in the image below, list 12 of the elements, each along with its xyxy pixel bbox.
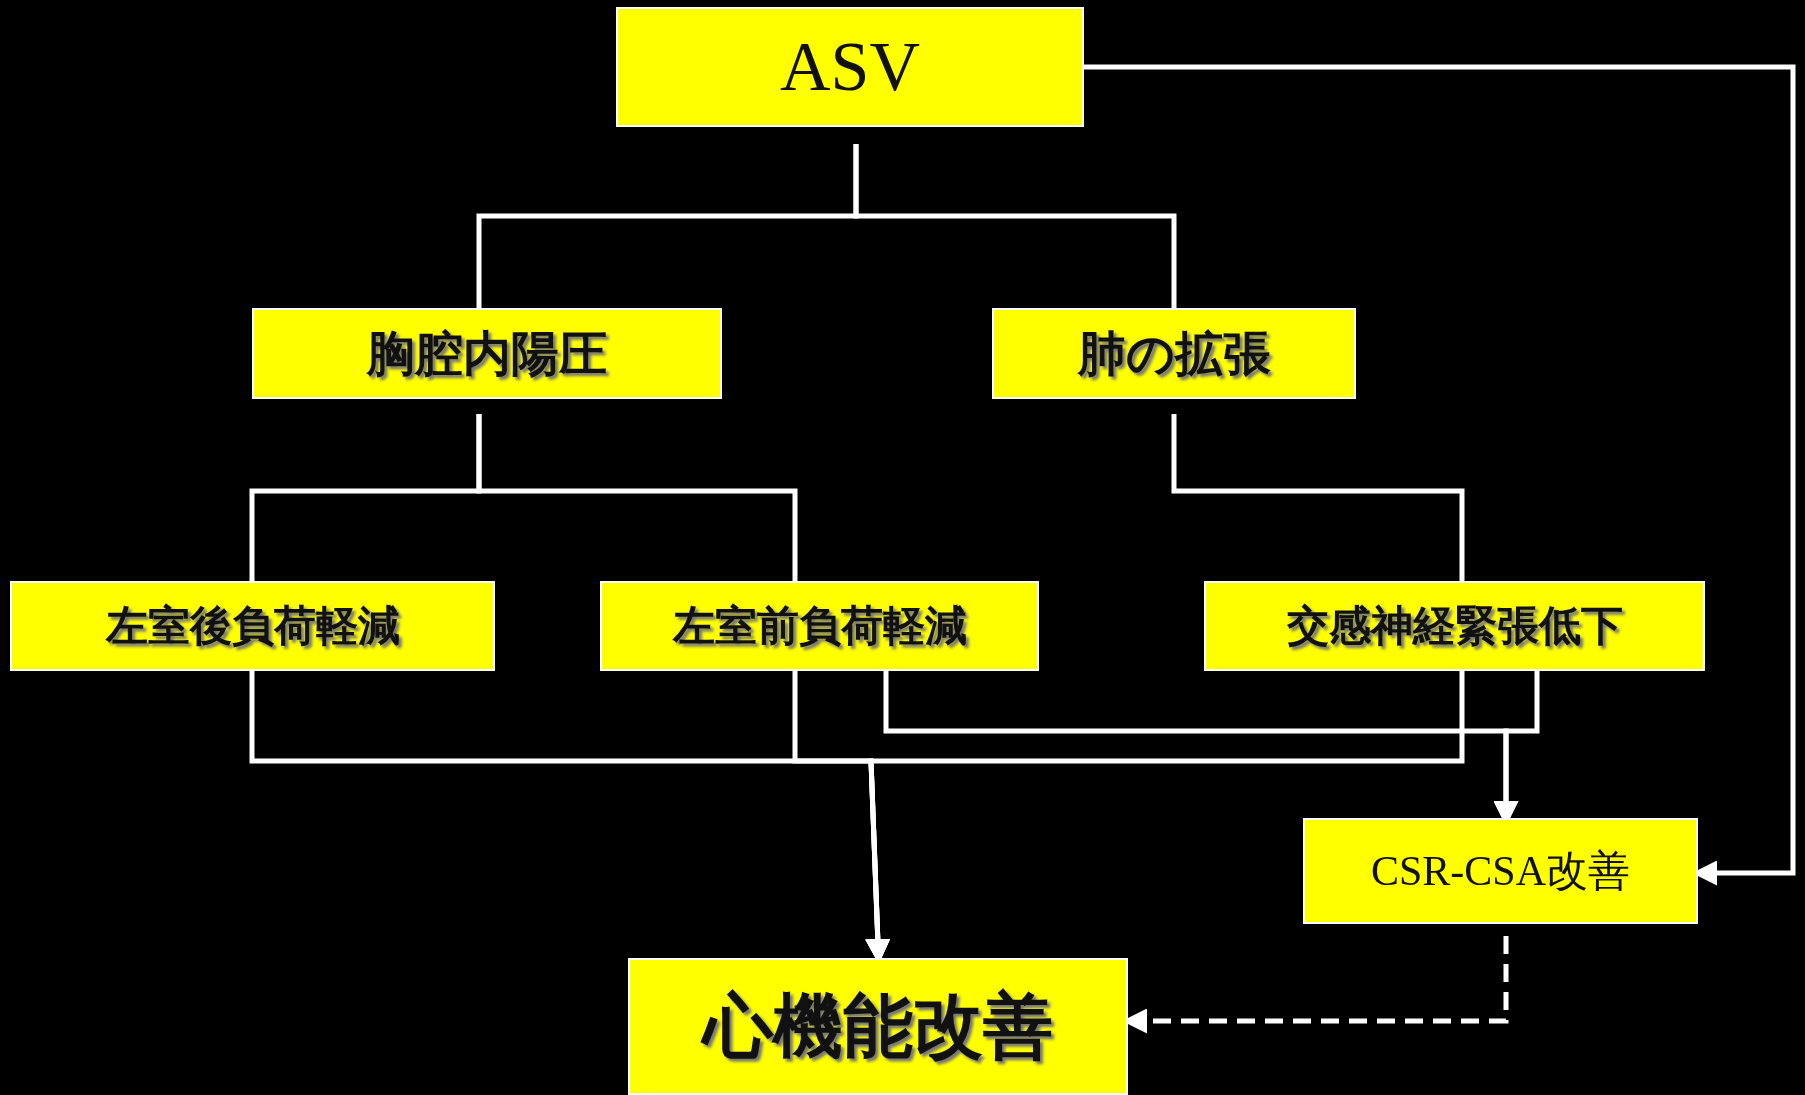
- arrow: [1084, 64, 1796, 886]
- process-box: 肺の拡張: [992, 308, 1356, 399]
- connector-line: [476, 414, 798, 581]
- process-box: 交感神経緊張低下: [1204, 581, 1705, 671]
- process-box: 心機能改善: [628, 958, 1128, 1095]
- process-box: ASV: [616, 7, 1084, 127]
- process-box: 胸腔内陽圧: [252, 308, 722, 399]
- process-box: 左室前負荷軽減: [600, 581, 1039, 671]
- process-box: 左室後負荷軽減: [10, 581, 495, 671]
- process-box: CSR-CSA改善: [1303, 818, 1698, 924]
- connector-line: [1171, 414, 1465, 581]
- connector-line: [853, 144, 1177, 308]
